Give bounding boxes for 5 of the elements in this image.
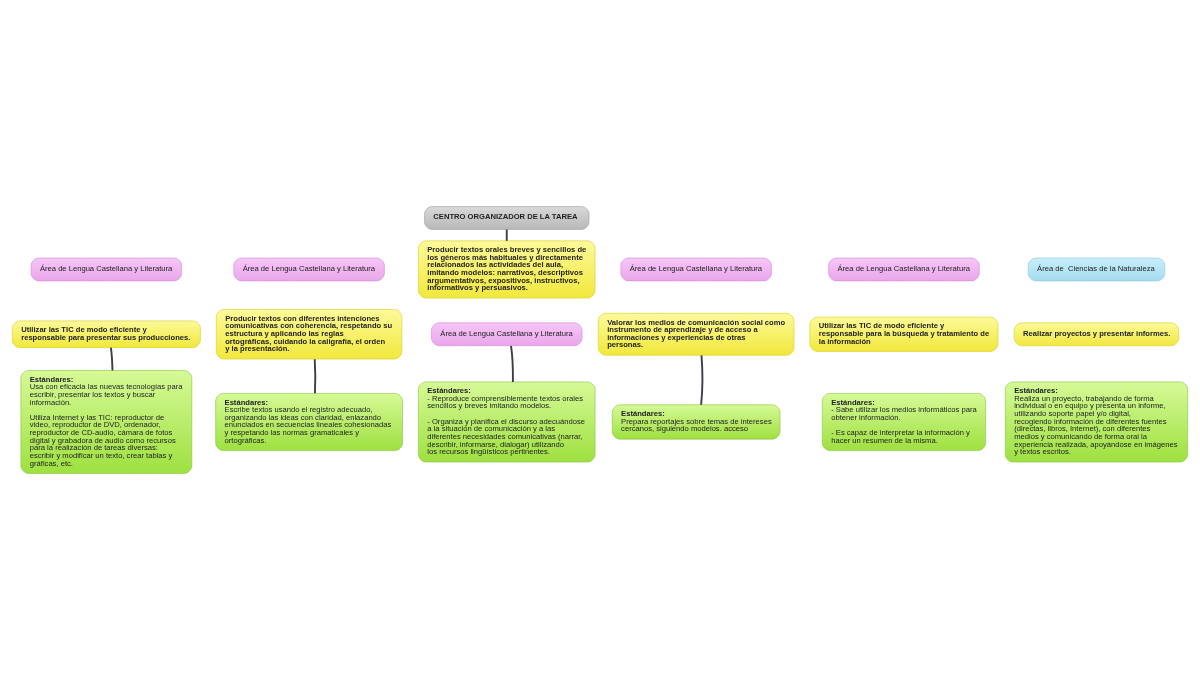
connector bbox=[700, 354, 704, 406]
connector bbox=[510, 344, 514, 383]
connector bbox=[313, 358, 317, 395]
connector bbox=[505, 228, 508, 242]
connector bbox=[109, 346, 114, 372]
